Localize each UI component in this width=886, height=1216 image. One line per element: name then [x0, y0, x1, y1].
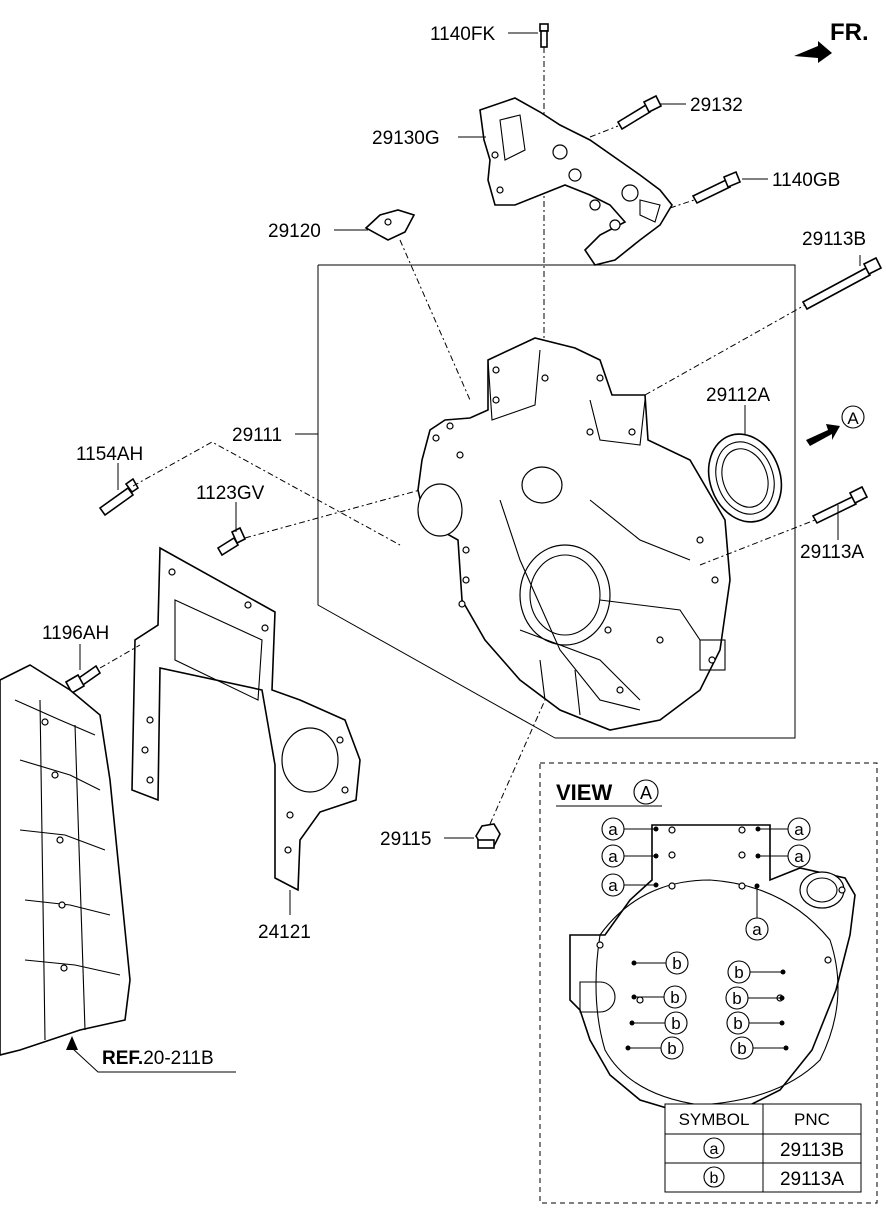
view-a-inset: VIEW A a a a — [539, 762, 878, 1204]
seal-29112A — [707, 433, 783, 523]
symbol-b-5: b — [734, 963, 743, 982]
symbol-b-6: b — [732, 989, 741, 1008]
plug-29115 — [475, 823, 501, 849]
bolt-29113B — [801, 256, 883, 311]
label-29130G: 29130G — [372, 128, 440, 149]
label-1154AH: 1154AH — [76, 444, 143, 465]
label-29113B: 29113B — [802, 229, 866, 250]
view-a-frame — [539, 762, 878, 1204]
label-29132: 29132 — [690, 95, 743, 116]
view-title-letter: A — [640, 783, 652, 803]
label-1140GB: 1140GB — [772, 170, 840, 191]
label-1123GV: 1123GV — [196, 483, 265, 504]
view-direction-arrow-icon — [806, 424, 840, 446]
bolt-1123GV — [216, 526, 247, 557]
engine-block-ref — [0, 664, 131, 1056]
bolt-29113A — [811, 485, 869, 525]
table-header-symbol: SYMBOL — [679, 1110, 750, 1129]
view-a-arrow-letter: A — [847, 409, 859, 428]
table-row-1-symbol: a — [710, 1141, 719, 1158]
ref-bold: REF. — [102, 1048, 143, 1069]
symbol-a-5: a — [794, 847, 804, 866]
view-a-arrow: A — [806, 405, 865, 446]
ref-label: REF.20-211B — [102, 1048, 214, 1069]
symbol-a-1: a — [608, 820, 618, 839]
symbol-a-2: a — [608, 847, 618, 866]
view-title: VIEW — [556, 780, 612, 805]
flywheel-housing-29111 — [417, 337, 731, 731]
bolt-1140GB — [691, 170, 742, 205]
bolt-1154AH — [98, 477, 140, 517]
symbol-a-6: a — [752, 920, 762, 939]
symbol-a-3: a — [608, 876, 618, 895]
symbol-b-3: b — [671, 1014, 680, 1033]
table-row-1-pnc: 29113B — [780, 1140, 844, 1161]
symbol-b-7: b — [733, 1014, 742, 1033]
bolt-29132 — [616, 94, 663, 131]
view-housing-outline — [569, 824, 856, 1116]
label-29115: 29115 — [380, 829, 431, 850]
label-29111: 29111 — [232, 425, 282, 446]
symbol-pnc-table: SYMBOL PNC a 29113B b 29113A — [664, 1103, 862, 1193]
ref-number: 20-211B — [143, 1048, 213, 1069]
label-1196AH: 1196AH — [42, 623, 109, 644]
bolt-1140FK — [539, 23, 549, 340]
label-29113A: 29113A — [800, 542, 864, 563]
part-29120 — [364, 209, 416, 241]
table-header-pnc: PNC — [794, 1110, 830, 1129]
label-29112A: 29112A — [706, 385, 770, 406]
front-label: FR. — [830, 19, 869, 46]
view-a-marker — [841, 405, 865, 429]
table-row-2-pnc: 29113A — [780, 1169, 844, 1190]
table-row-2-symbol: b — [710, 1170, 719, 1187]
symbol-b-4: b — [667, 1039, 676, 1058]
ref-arrow-icon — [66, 1036, 78, 1050]
bracket-29130G — [479, 97, 673, 266]
symbol-a-group: a a a a a a — [601, 817, 811, 941]
front-arrow-icon — [794, 41, 832, 63]
label-24121: 24121 — [258, 922, 311, 943]
gasket-24121 — [131, 546, 361, 892]
bolt-1196AH — [64, 664, 102, 695]
label-1140FK: 1140FK — [430, 24, 495, 45]
front-direction-indicator: FR. — [794, 19, 869, 63]
symbol-a-4: a — [794, 820, 804, 839]
label-29120: 29120 — [268, 221, 321, 242]
symbol-b-1: b — [672, 954, 681, 973]
symbol-b-8: b — [737, 1039, 746, 1058]
symbol-b-group: b b b b b b b b — [625, 951, 789, 1060]
symbol-b-2: b — [670, 988, 679, 1007]
